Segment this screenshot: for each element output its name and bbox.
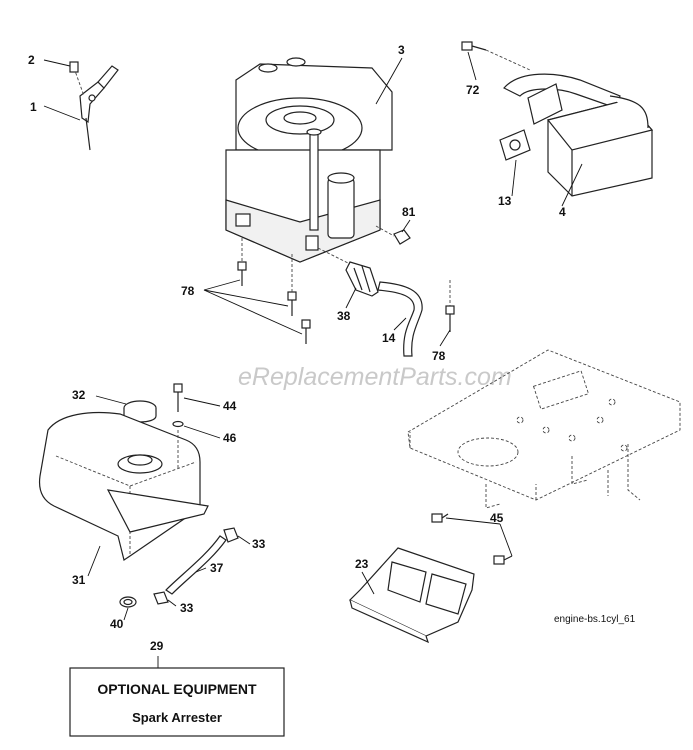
leader-81	[401, 219, 411, 233]
tractor-frame	[407, 349, 681, 509]
callout-23: 23	[355, 557, 369, 571]
leader-44	[183, 397, 221, 407]
muffler-bolt-part	[461, 41, 531, 71]
callout-46: 46	[223, 431, 237, 445]
callout-2: 2	[28, 53, 35, 67]
grommet-part	[119, 596, 137, 608]
callout-33a: 33	[252, 537, 266, 551]
callout-40: 40	[110, 617, 124, 631]
fuel-filter-part	[317, 247, 379, 297]
leader-14	[393, 317, 407, 331]
callout-29: 29	[150, 639, 164, 653]
hose-clamp-lower-part	[153, 591, 169, 605]
callout-32: 32	[72, 388, 86, 402]
hose-clamp-upper-part	[223, 527, 239, 543]
leader-1	[43, 105, 81, 121]
leader-3	[375, 57, 403, 105]
leader-45b	[499, 523, 513, 557]
callout-45: 45	[490, 511, 504, 525]
leader-46	[183, 425, 221, 439]
fuel-tank-part	[38, 411, 209, 561]
muffler-part	[503, 73, 654, 197]
leader-78b	[439, 329, 451, 347]
callout-33b: 33	[180, 601, 194, 615]
leader-33b	[167, 599, 177, 607]
heat-shield-part	[348, 547, 475, 644]
fuel-line-part	[165, 535, 227, 595]
callout-81: 81	[402, 205, 416, 219]
leader-4	[561, 163, 583, 207]
callout-38: 38	[337, 309, 351, 323]
leader-31	[87, 545, 101, 577]
leader-78a-2	[203, 289, 289, 307]
leader-40	[123, 607, 129, 621]
engine-bolts-part	[237, 238, 455, 344]
callout-72: 72	[466, 83, 480, 97]
leader-38	[345, 287, 357, 309]
leader-78a-1	[203, 279, 241, 291]
callout-4: 4	[559, 205, 566, 219]
callout-44: 44	[223, 399, 237, 413]
callout-3: 3	[398, 43, 405, 57]
shield-screws-part	[431, 513, 513, 565]
callout-14: 14	[382, 331, 396, 345]
throttle-control-part	[69, 61, 119, 151]
leader-13	[511, 159, 517, 197]
leader-2	[43, 59, 71, 67]
optional-equipment-box	[69, 667, 285, 737]
leader-72	[467, 51, 477, 81]
callout-37: 37	[210, 561, 224, 575]
callout-1: 1	[30, 100, 37, 114]
leader-45a	[445, 517, 501, 525]
leader-33a	[237, 535, 251, 545]
leader-37	[195, 567, 207, 573]
optional-equipment-title: OPTIONAL EQUIPMENT	[97, 681, 257, 697]
engine-part	[225, 57, 393, 263]
callout-78b: 78	[432, 349, 446, 363]
leader-23	[361, 571, 375, 595]
drawing-code: engine-bs.1cyl_61	[554, 614, 636, 625]
nut-81-part	[393, 229, 411, 245]
leader-32	[95, 395, 127, 405]
callout-78a: 78	[181, 284, 195, 298]
optional-equipment-item: Spark Arrester	[132, 710, 222, 725]
tank-screw-part	[172, 383, 184, 470]
callout-31: 31	[72, 573, 86, 587]
watermark: eReplacementParts.com	[238, 363, 512, 391]
fuel-hose-part	[377, 281, 423, 357]
leader-78a-3	[203, 289, 303, 335]
callout-13: 13	[498, 194, 512, 208]
